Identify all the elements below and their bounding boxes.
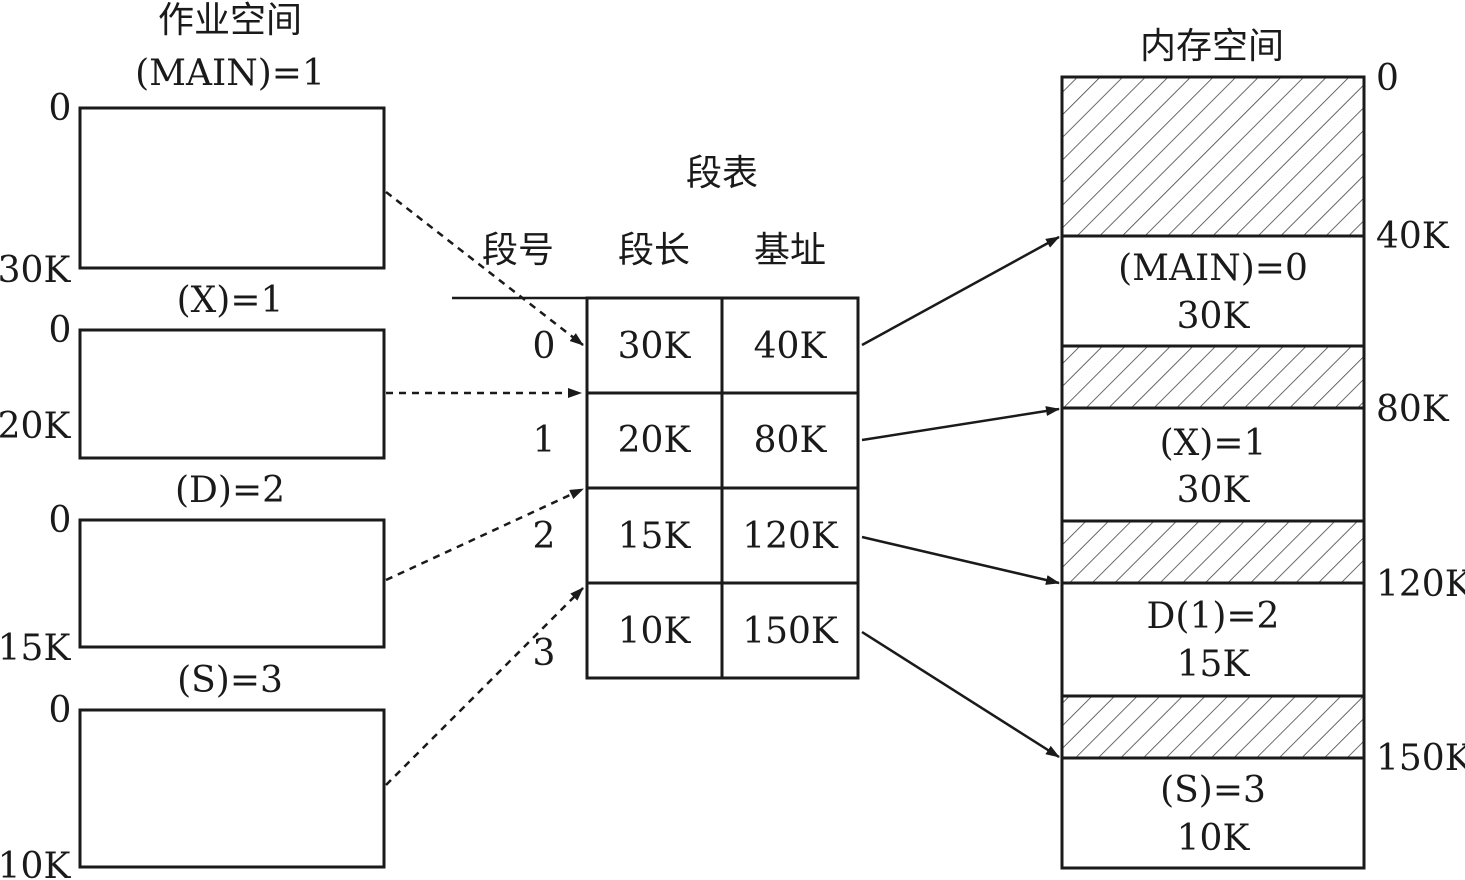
memory-block-size: 10K: [1177, 818, 1251, 859]
table-to-memory-arrows: [861, 235, 1060, 759]
segment-number: 2: [533, 516, 556, 557]
segment-table: 段表 段号 段长 基址 0 30K 40K 1 20K 80K 2 15K 12…: [452, 153, 860, 680]
segment-base-cell: 80K: [754, 420, 828, 461]
solid-arrow: [861, 535, 1060, 585]
segment-length-cell: 10K: [618, 611, 692, 652]
solid-arrow: [861, 406, 1060, 442]
job-segment-start: 0: [49, 310, 72, 351]
job-segment-start: 0: [49, 88, 72, 129]
segment-base-cell: 40K: [754, 326, 828, 367]
segment-base-cell: 150K: [742, 611, 839, 652]
memory-block-name: (MAIN)=0: [1118, 248, 1308, 289]
memory-space-title: 内存空间: [1140, 26, 1284, 67]
memory-block: [1060, 581, 1366, 698]
memory-block-size: 30K: [1177, 296, 1251, 337]
memory-block-name: (X)=1: [1160, 423, 1267, 464]
segment-table-header-base: 基址: [754, 230, 826, 271]
memory-block-name: (S)=3: [1160, 770, 1266, 811]
memory-block-size: 15K: [1177, 644, 1251, 685]
job-segment-box: [78, 708, 386, 869]
segment-number: 0: [533, 326, 556, 367]
job-segment-end: 10K: [0, 846, 71, 880]
solid-arrow: [861, 630, 1060, 759]
job-segment-start: 0: [49, 690, 72, 731]
memory-address: 120K: [1376, 564, 1465, 605]
job-segment-name: (X)=1: [177, 280, 284, 321]
job-segment-end: 15K: [0, 628, 71, 669]
memory-address: 80K: [1376, 389, 1450, 430]
dashed-arrow: [385, 487, 584, 582]
solid-arrow: [861, 235, 1060, 347]
segment-table-header-length: 段长: [618, 230, 690, 271]
memory-block: [1060, 234, 1366, 348]
memory-block-name: D(1)=2: [1147, 596, 1280, 637]
memory-hatched-region: [1060, 519, 1366, 585]
memory-hatched-region: [1060, 75, 1366, 238]
memory-space: 内存空间 (MAIN)=0 30K (X)=1 30K D(1)=2 15K (…: [1060, 26, 1465, 870]
memory-block: [1060, 756, 1366, 870]
job-segment-box: [78, 106, 386, 270]
segment-table-title: 段表: [686, 153, 758, 194]
job-segment-start: 0: [49, 500, 72, 541]
memory-address: 150K: [1376, 738, 1465, 779]
segment-number: 1: [533, 420, 556, 461]
segment-length-cell: 15K: [618, 516, 692, 557]
job-segment-box: [78, 328, 386, 460]
segment-length-cell: 20K: [618, 420, 692, 461]
memory-address: 0: [1376, 58, 1399, 99]
job-segment-box: [78, 518, 386, 649]
memory-hatched-region: [1060, 694, 1366, 760]
job-segment-name: (S)=3: [177, 660, 283, 701]
job-space-title: 作业空间: [158, 0, 302, 41]
job-segment-end: 20K: [0, 406, 71, 447]
dashed-arrow: [385, 191, 584, 346]
memory-block: [1060, 406, 1366, 523]
memory-address: 40K: [1376, 216, 1450, 257]
job-to-table-arrows: [385, 191, 584, 786]
job-space: 作业空间 (MAIN)=1 0 30K (X)=1 0 20K (D)=2 0 …: [0, 0, 386, 880]
segment-table-header-num: 段号: [482, 230, 554, 271]
dashed-arrow: [385, 587, 584, 786]
segment-length-cell: 30K: [618, 326, 692, 367]
job-segment-name: (D)=2: [175, 470, 285, 511]
memory-hatched-region: [1060, 344, 1366, 410]
memory-block-size: 30K: [1177, 470, 1251, 511]
job-segment-end: 30K: [0, 250, 71, 291]
segment-number: 3: [533, 633, 556, 674]
segment-base-cell: 120K: [742, 516, 839, 557]
job-segment-name: (MAIN)=1: [135, 53, 325, 94]
